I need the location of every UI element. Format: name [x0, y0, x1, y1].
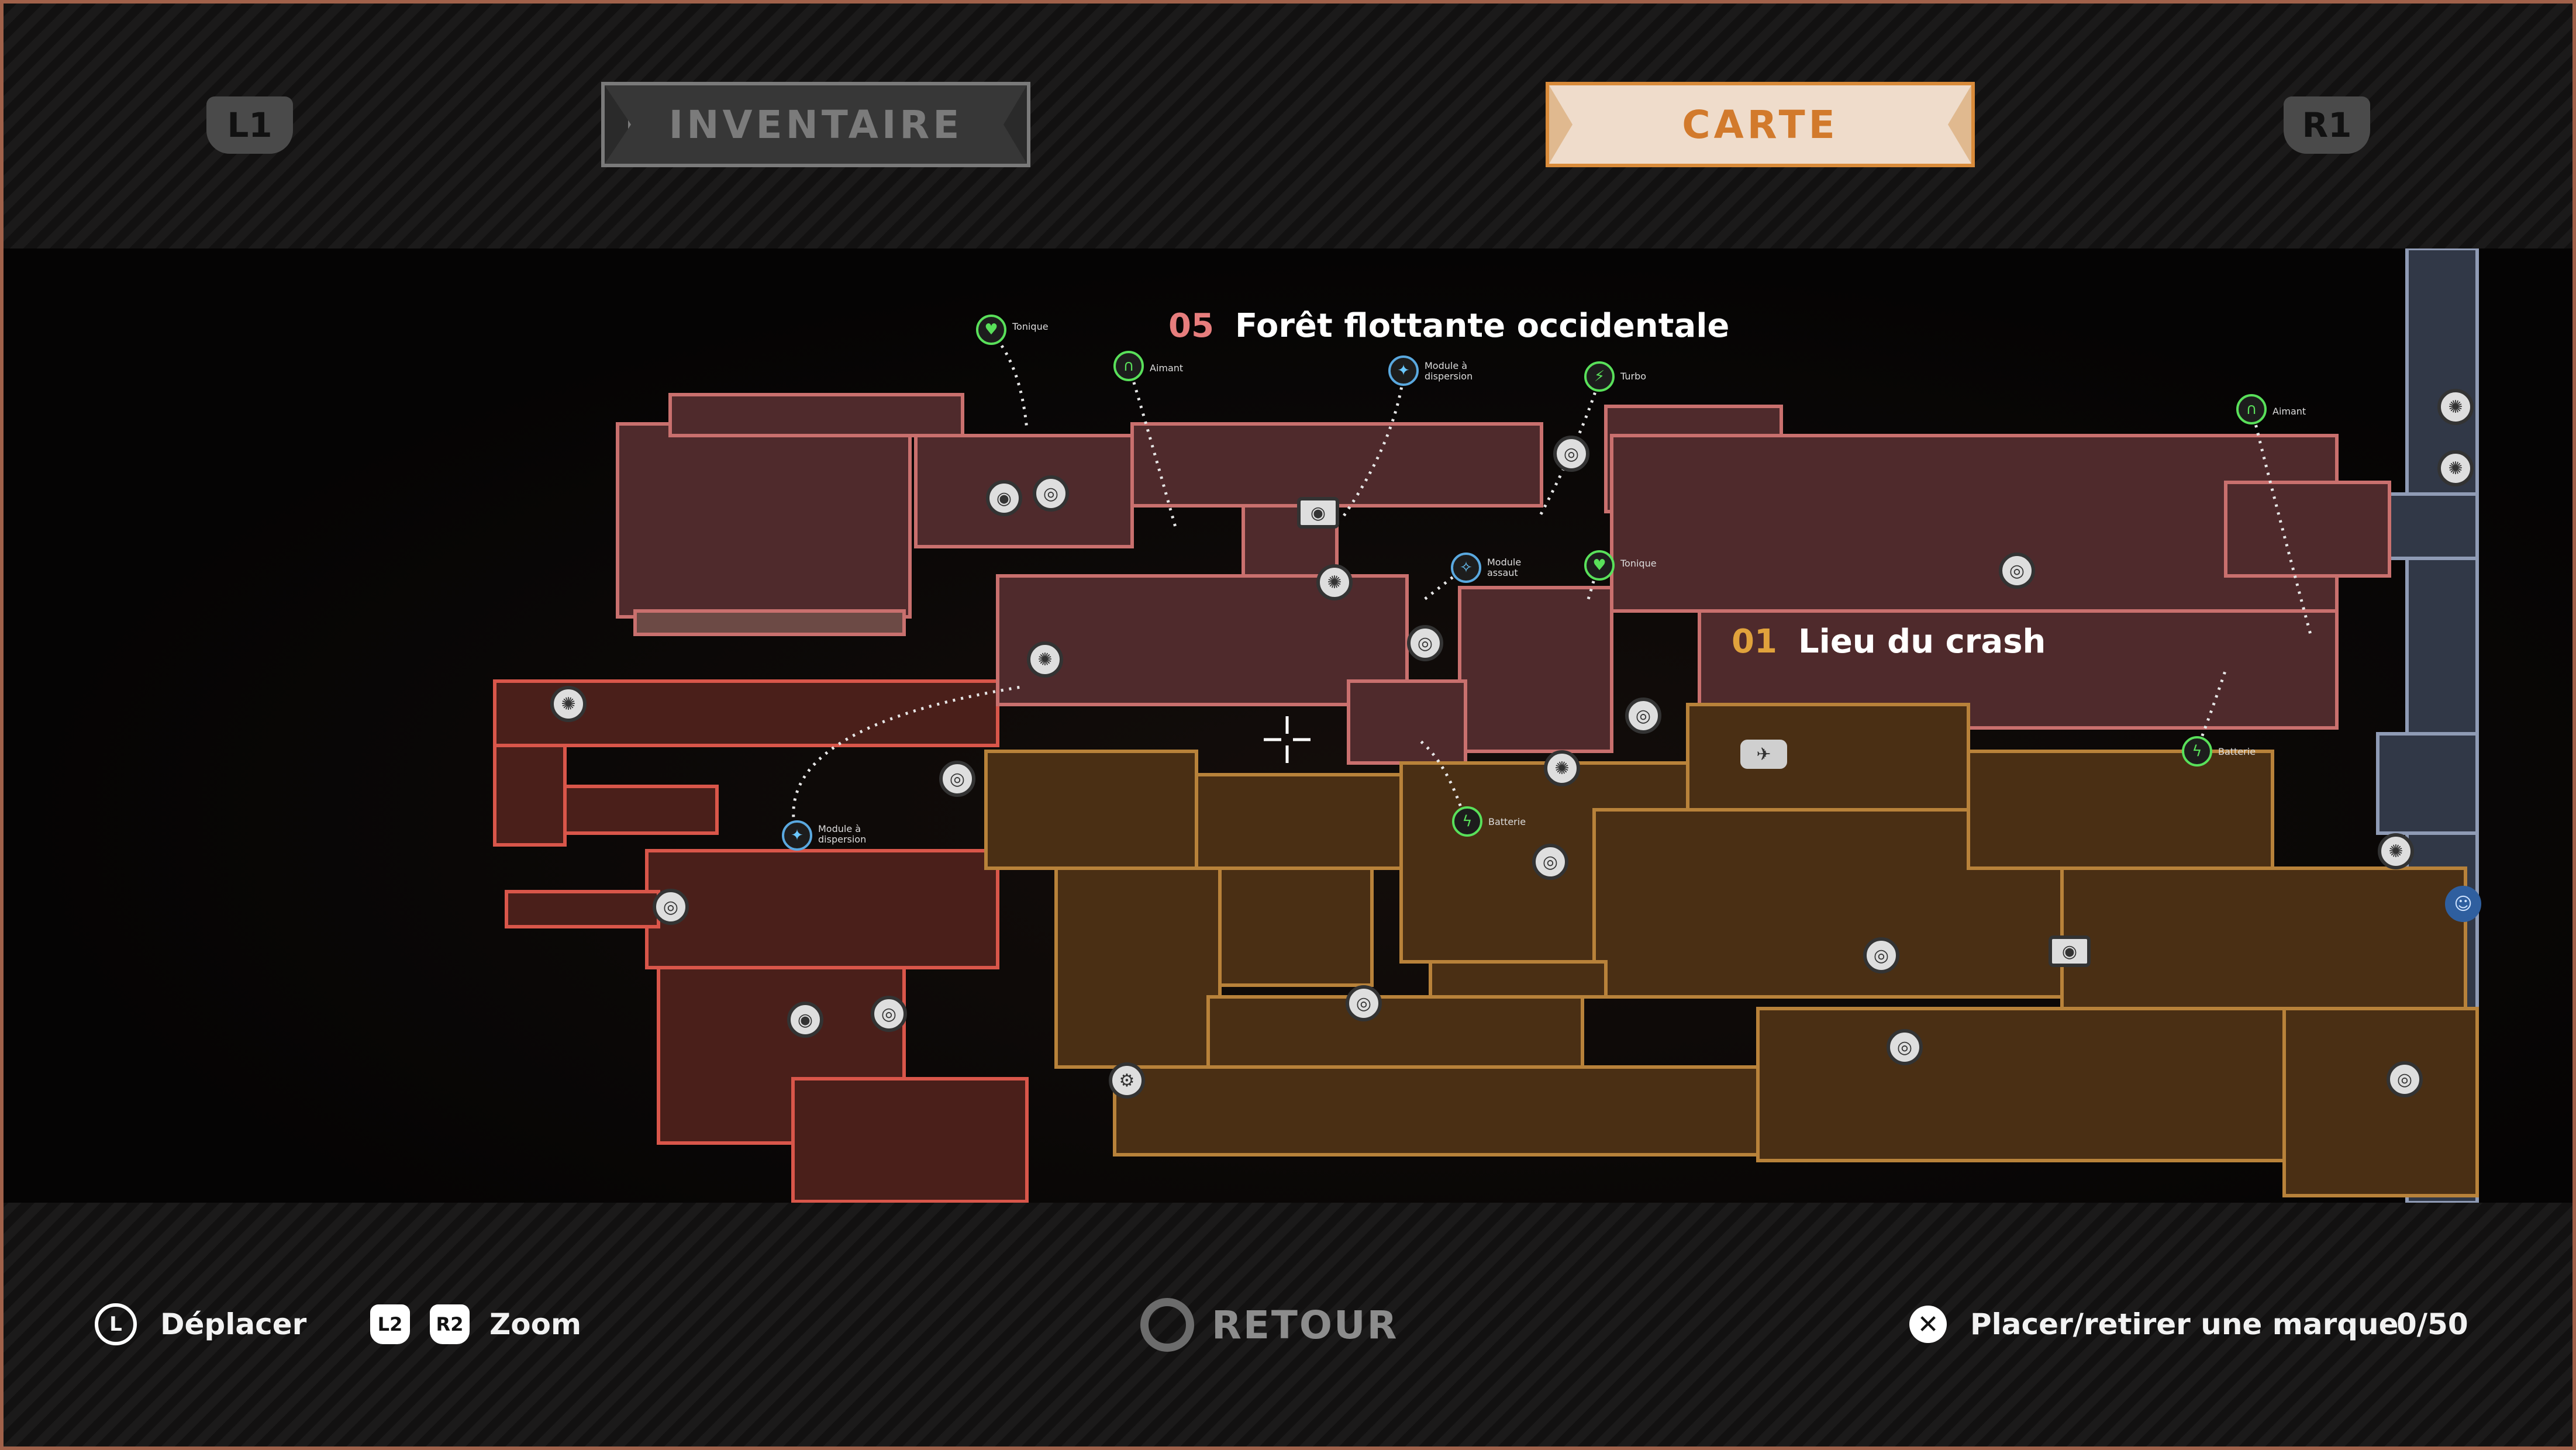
pin-label: Module à dispersion [1425, 360, 1473, 382]
pin-label: Tonique [1012, 321, 1049, 332]
hint-move: L Déplacer [95, 1301, 306, 1348]
map-rooms [493, 248, 2479, 1203]
heart-icon[interactable]: ♥ [976, 315, 1006, 345]
pin-label: Aimant [1150, 362, 1184, 374]
zone-west-rooms [493, 679, 1029, 1203]
zone-name: Lieu du crash [1798, 623, 2046, 661]
tab-map-label: CARTE [1682, 102, 1839, 147]
pin-label: Batterie [2218, 746, 2256, 757]
save-point-icon[interactable]: ◎ [1346, 985, 1382, 1021]
save-point-icon[interactable]: ◎ [1033, 475, 1069, 512]
crashed-ship-icon: ✈ [1740, 740, 1787, 769]
zone-name: Forêt flottante occidentale [1234, 307, 1730, 345]
spiral-icon[interactable]: ◉ [986, 480, 1022, 516]
zone-title-forest: 05 Forêt flottante occidentale [1168, 307, 1729, 345]
pin-label: Module assaut [1487, 557, 1522, 578]
hint-place-marker-label: Placer/retirer une marque [1970, 1307, 2399, 1341]
left-stick-icon: L [95, 1303, 137, 1345]
tab-inventory-label: INVENTAIRE [668, 102, 963, 147]
hint-zoom-label: Zoom [489, 1307, 582, 1341]
dispersion-icon[interactable]: ✦ [782, 820, 812, 851]
circle-button-icon [1140, 1298, 1194, 1352]
save-point-icon[interactable]: ◎ [871, 996, 907, 1032]
fan-icon[interactable]: ✺ [2378, 833, 2414, 869]
magnet-icon[interactable]: ∩ [2236, 394, 2267, 424]
zone-title-crash: 01 Lieu du crash [1732, 623, 2046, 661]
fan-icon[interactable]: ✺ [1316, 564, 1353, 600]
back-button[interactable]: RETOUR [1140, 1298, 1398, 1352]
hint-zoom: L2 R2 Zoom [370, 1301, 581, 1348]
tab-notch [1948, 85, 1971, 164]
heart-icon[interactable]: ♥ [1584, 550, 1615, 581]
dispersion-icon[interactable]: ✦ [1388, 355, 1419, 386]
save-point-icon[interactable]: ◎ [2387, 1061, 2423, 1097]
l1-shoulder-button[interactable]: L1 [206, 96, 293, 154]
battery-icon[interactable]: ϟ [1452, 806, 1482, 837]
pin-label: Batterie [1488, 816, 1526, 827]
tab-map[interactable]: CARTE [1546, 82, 1975, 167]
turbo-icon[interactable]: ⚡ [1584, 361, 1615, 392]
fan-icon[interactable]: ✺ [550, 686, 587, 722]
fan-icon[interactable]: ✺ [2437, 450, 2474, 486]
l2-button-icon: L2 [370, 1304, 410, 1344]
save-point-icon[interactable]: ◎ [653, 889, 689, 925]
zone-number: 05 [1168, 307, 1214, 345]
save-point-icon[interactable]: ◎ [1863, 937, 1899, 973]
tab-notch [1003, 85, 1027, 164]
fan-icon[interactable]: ✺ [1027, 641, 1063, 678]
hint-move-label: Déplacer [160, 1307, 307, 1341]
hint-place-marker[interactable]: ✕ Placer/retirer une marque [1909, 1301, 2399, 1348]
tab-notch [605, 85, 631, 164]
battery-icon[interactable]: ϟ [2182, 736, 2212, 767]
save-point-icon[interactable]: ◎ [1407, 625, 1443, 661]
r2-button-icon: R2 [430, 1304, 470, 1344]
fan-icon[interactable]: ✺ [1544, 750, 1580, 786]
back-label: RETOUR [1212, 1302, 1399, 1348]
pin-label: Tonique [1620, 558, 1657, 569]
save-point-icon[interactable]: ◎ [1999, 553, 2035, 589]
map-cursor-crosshair [1264, 716, 1311, 763]
tab-inventory[interactable]: INVENTAIRE [601, 82, 1030, 167]
save-point-icon[interactable]: ◎ [1532, 844, 1568, 880]
eye-icon[interactable]: ◉ [2049, 935, 2091, 967]
player-position-icon: ☺ [2445, 886, 2481, 922]
save-point-icon[interactable]: ◎ [1625, 698, 1661, 734]
spiral-icon[interactable]: ◉ [787, 1002, 823, 1038]
r1-shoulder-button[interactable]: R1 [2284, 96, 2370, 154]
gear-icon[interactable]: ⚙ [1109, 1062, 1145, 1099]
eye-icon[interactable]: ◉ [1297, 497, 1339, 529]
save-point-icon[interactable]: ◎ [939, 761, 975, 797]
save-point-icon[interactable]: ◎ [1553, 436, 1589, 472]
marker-count: 0/50 [2396, 1307, 2468, 1341]
pin-label: Aimant [2272, 406, 2306, 417]
tab-notch [1549, 85, 1573, 164]
zone-number: 01 [1732, 623, 1777, 661]
pin-label: Turbo [1620, 371, 1647, 382]
zone-crash-rooms [984, 703, 2479, 1197]
magnet-icon[interactable]: ∩ [1113, 351, 1144, 381]
zone-forest-rooms [616, 393, 2391, 765]
pin-label: Module à dispersion [818, 823, 867, 845]
cross-button-icon: ✕ [1909, 1306, 1947, 1343]
fan-icon[interactable]: ✺ [2437, 389, 2474, 425]
save-point-icon[interactable]: ◎ [1887, 1029, 1923, 1065]
assault-icon[interactable]: ✧ [1451, 553, 1481, 583]
map-view[interactable]: 05 Forêt flottante occidentale 01 Lieu du … [4, 248, 2572, 1203]
